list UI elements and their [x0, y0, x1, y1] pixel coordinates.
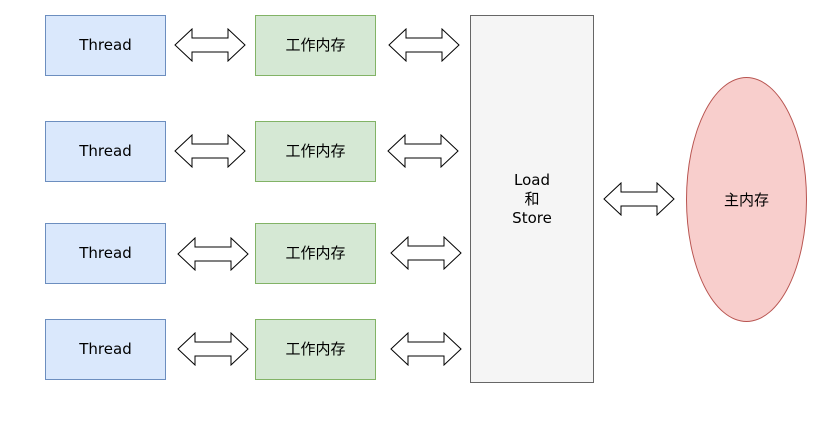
load-store-line-2: 和 [524, 189, 540, 208]
thread-box-1[interactable]: Thread [45, 15, 166, 76]
double-arrow-ls-main [603, 182, 675, 216]
thread-label-3: Thread [79, 244, 132, 262]
working-memory-label-4: 工作内存 [285, 340, 346, 358]
thread-label-2: Thread [79, 142, 132, 160]
double-arrow-work-ls-1 [388, 28, 460, 62]
double-arrow-thread-work-2 [174, 134, 246, 168]
working-memory-box-4[interactable]: 工作内存 [255, 319, 376, 380]
working-memory-box-2[interactable]: 工作内存 [255, 121, 376, 182]
thread-label-4: Thread [79, 340, 132, 358]
working-memory-box-1[interactable]: 工作内存 [255, 15, 376, 76]
working-memory-label-3: 工作内存 [285, 244, 346, 262]
working-memory-label-2: 工作内存 [285, 142, 346, 160]
load-store-line-3: Store [512, 208, 552, 227]
working-memory-label-1: 工作内存 [285, 36, 346, 54]
main-memory-ellipse[interactable]: 主内存 [686, 77, 807, 322]
double-arrow-work-ls-2 [387, 134, 459, 168]
load-store-box[interactable]: Load 和 Store [470, 15, 594, 383]
double-arrow-work-ls-3 [390, 236, 462, 270]
double-arrow-thread-work-4 [177, 332, 249, 366]
thread-box-2[interactable]: Thread [45, 121, 166, 182]
working-memory-box-3[interactable]: 工作内存 [255, 223, 376, 284]
thread-box-3[interactable]: Thread [45, 223, 166, 284]
thread-label-1: Thread [79, 36, 132, 54]
load-store-line-1: Load [514, 170, 550, 189]
double-arrow-thread-work-3 [177, 237, 249, 271]
main-memory-label: 主内存 [723, 191, 769, 209]
double-arrow-work-ls-4 [390, 332, 462, 366]
double-arrow-thread-work-1 [174, 28, 246, 62]
thread-box-4[interactable]: Thread [45, 319, 166, 380]
